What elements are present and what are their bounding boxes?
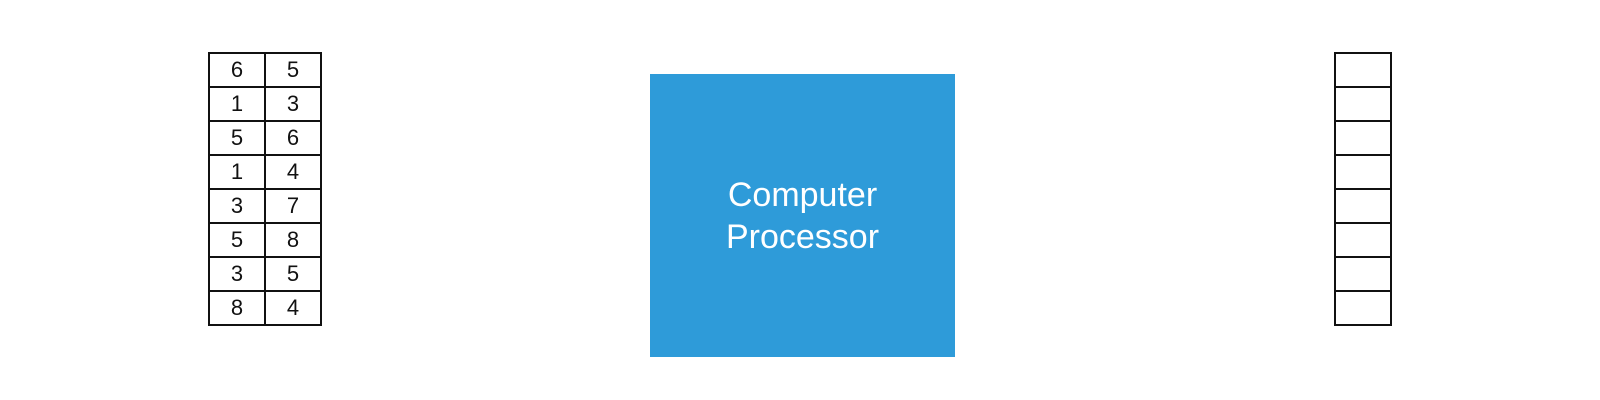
empty-cell xyxy=(1334,154,1392,190)
computer-processor-box: Computer Processor xyxy=(650,74,955,357)
table-cell: 5 xyxy=(264,256,322,292)
table-row xyxy=(1334,52,1392,88)
table-cell: 7 xyxy=(264,188,322,224)
table-row: 5 8 xyxy=(208,222,322,258)
table-cell: 4 xyxy=(264,154,322,190)
table-cell: 1 xyxy=(208,154,266,190)
table-cell: 6 xyxy=(208,52,266,88)
table-cell: 5 xyxy=(208,222,266,258)
table-cell: 5 xyxy=(208,120,266,156)
empty-cell xyxy=(1334,256,1392,292)
table-row: 3 5 xyxy=(208,256,322,292)
table-cell: 3 xyxy=(208,188,266,224)
table-cell: 1 xyxy=(208,86,266,122)
table-row: 1 3 xyxy=(208,86,322,122)
empty-cell xyxy=(1334,86,1392,122)
empty-cell xyxy=(1334,188,1392,224)
table-row xyxy=(1334,290,1392,326)
table-row xyxy=(1334,188,1392,224)
table-cell: 8 xyxy=(208,290,266,326)
empty-cell xyxy=(1334,52,1392,88)
table-cell: 4 xyxy=(264,290,322,326)
table-row xyxy=(1334,222,1392,258)
processor-label-line1: Computer xyxy=(727,175,878,214)
empty-cell xyxy=(1334,120,1392,156)
table-cell: 8 xyxy=(264,222,322,258)
output-table xyxy=(1334,52,1392,326)
table-row xyxy=(1334,154,1392,190)
table-row: 6 5 xyxy=(208,52,322,88)
input-table: 6 5 1 3 5 6 1 4 3 7 5 8 3 5 8 4 xyxy=(208,52,322,326)
processor-label-line2: Processor xyxy=(725,217,880,256)
empty-cell xyxy=(1334,222,1392,258)
table-row: 8 4 xyxy=(208,290,322,326)
table-row: 1 4 xyxy=(208,154,322,190)
table-cell: 5 xyxy=(264,52,322,88)
table-row xyxy=(1334,256,1392,292)
table-row xyxy=(1334,86,1392,122)
table-row: 3 7 xyxy=(208,188,322,224)
table-cell: 3 xyxy=(208,256,266,292)
empty-cell xyxy=(1334,290,1392,326)
table-cell: 6 xyxy=(264,120,322,156)
table-row: 5 6 xyxy=(208,120,322,156)
table-row xyxy=(1334,120,1392,156)
table-cell: 3 xyxy=(264,86,322,122)
